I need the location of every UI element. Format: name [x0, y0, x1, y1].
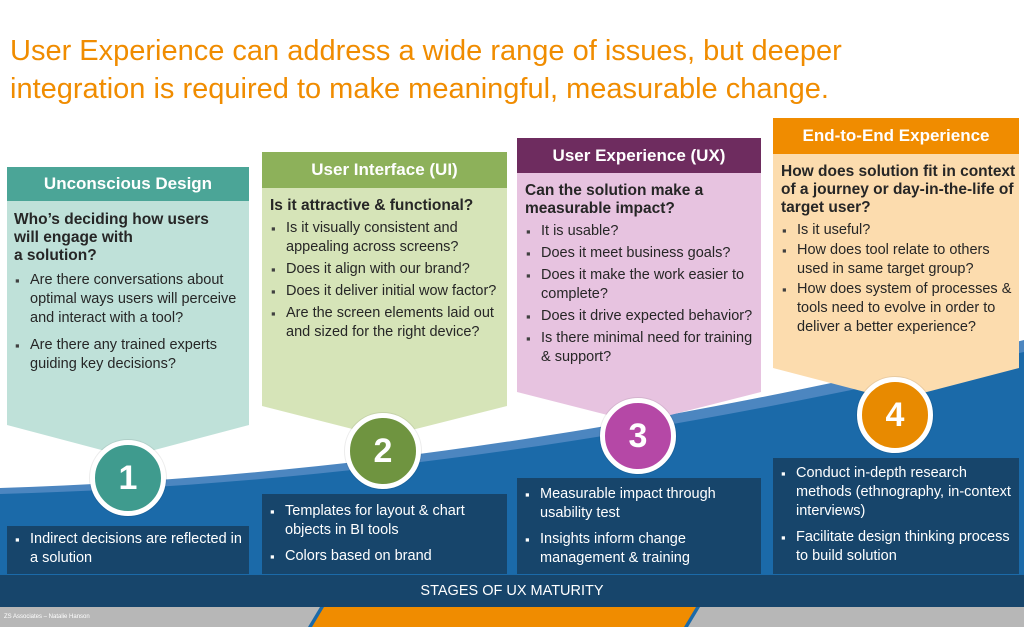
stage-4-card: End-to-End Experience How does solution …	[773, 118, 1019, 400]
list-item: Facilitate design thinking process to bu…	[779, 528, 1013, 566]
footer-gray-right	[688, 607, 1024, 627]
stage-2-number-circle: 2	[345, 413, 421, 489]
list-item: How does system of processes & tools nee…	[781, 280, 1019, 337]
stage-1-number-circle: 1	[90, 440, 166, 516]
list-item: Indirect decisions are reflected in a so…	[13, 530, 243, 568]
stage-3-actions: Measurable impact through usability test…	[517, 478, 761, 574]
stage-4-actions: Conduct in-depth research methods (ethno…	[773, 458, 1019, 574]
stage-4-question: How does solution fit in context of a jo…	[781, 163, 1016, 216]
list-item: Does it drive expected behavior?	[525, 307, 759, 326]
list-item: Is it visually consistent and appealing …	[270, 219, 504, 257]
list-item: Templates for layout & chart objects in …	[268, 502, 501, 540]
stage-3-number-circle: 3	[600, 398, 676, 474]
stage-4-header: End-to-End Experience	[773, 118, 1019, 154]
stage-1-question: Who’s deciding how users will engage wit…	[14, 211, 209, 264]
stage-1-header: Unconscious Design	[7, 167, 249, 201]
footer-orange	[312, 607, 696, 627]
list-item: Are the screen elements laid out and siz…	[270, 304, 504, 342]
stage-1-card: Unconscious Design Who’s deciding how us…	[7, 167, 249, 457]
list-item: Does it make the work easier to complete…	[525, 266, 759, 304]
stage-1-shape	[7, 199, 249, 457]
wave-blue-band	[0, 352, 1024, 627]
stage-3-bullets: It is usable? Does it meet business goal…	[525, 222, 759, 367]
list-item: Measurable impact through usability test	[523, 485, 755, 523]
list-item: Does it meet business goals?	[525, 244, 759, 263]
stage-2-question: Is it attractive & functional?	[270, 197, 474, 214]
footer-credit: ZS Associates – Natalie Hanson	[4, 614, 90, 620]
stage-4-number-circle: 4	[857, 377, 933, 453]
stage-1-bullets: Are there conversations about optimal wa…	[14, 271, 244, 374]
stages-band	[0, 575, 1024, 607]
list-item: Is it useful?	[781, 221, 1019, 240]
list-item: Does it align with our brand?	[270, 260, 504, 279]
stage-1-actions: Indirect decisions are reflected in a so…	[7, 526, 249, 574]
stage-3-question: Can the solution make a measurable impac…	[525, 182, 704, 217]
stage-2-header: User Interface (UI)	[262, 152, 507, 188]
list-item: Insights inform change management & trai…	[523, 530, 755, 568]
stage-4-bullets: Is it useful? How does tool relate to ot…	[781, 221, 1019, 337]
list-item: Is there minimal need for training & sup…	[525, 329, 759, 367]
stage-2-card: User Interface (UI) Is it attractive & f…	[262, 152, 507, 437]
list-item: It is usable?	[525, 222, 759, 241]
list-item: Does it deliver initial wow factor?	[270, 282, 504, 301]
stage-2-bullets: Is it visually consistent and appealing …	[270, 219, 504, 342]
stages-label: STAGES OF UX MATURITY	[420, 583, 604, 599]
list-item: Conduct in-depth research methods (ethno…	[779, 464, 1013, 521]
footer-gray-left	[0, 607, 320, 627]
list-item: Are there conversations about optimal wa…	[14, 271, 244, 328]
stage-3-card: User Experience (UX) Can the solution ma…	[517, 138, 761, 423]
page-title: User Experience can address a wide range…	[10, 32, 1010, 108]
title-line-2: integration is required to make meaningf…	[10, 73, 829, 105]
stage-3-header: User Experience (UX)	[517, 138, 761, 173]
list-item: How does tool relate to others used in s…	[781, 241, 1019, 279]
stage-2-actions: Templates for layout & chart objects in …	[262, 494, 507, 574]
title-line-1: User Experience can address a wide range…	[10, 35, 842, 67]
list-item: Colors based on brand	[268, 547, 501, 566]
list-item: Are there any trained experts guiding ke…	[14, 336, 244, 374]
